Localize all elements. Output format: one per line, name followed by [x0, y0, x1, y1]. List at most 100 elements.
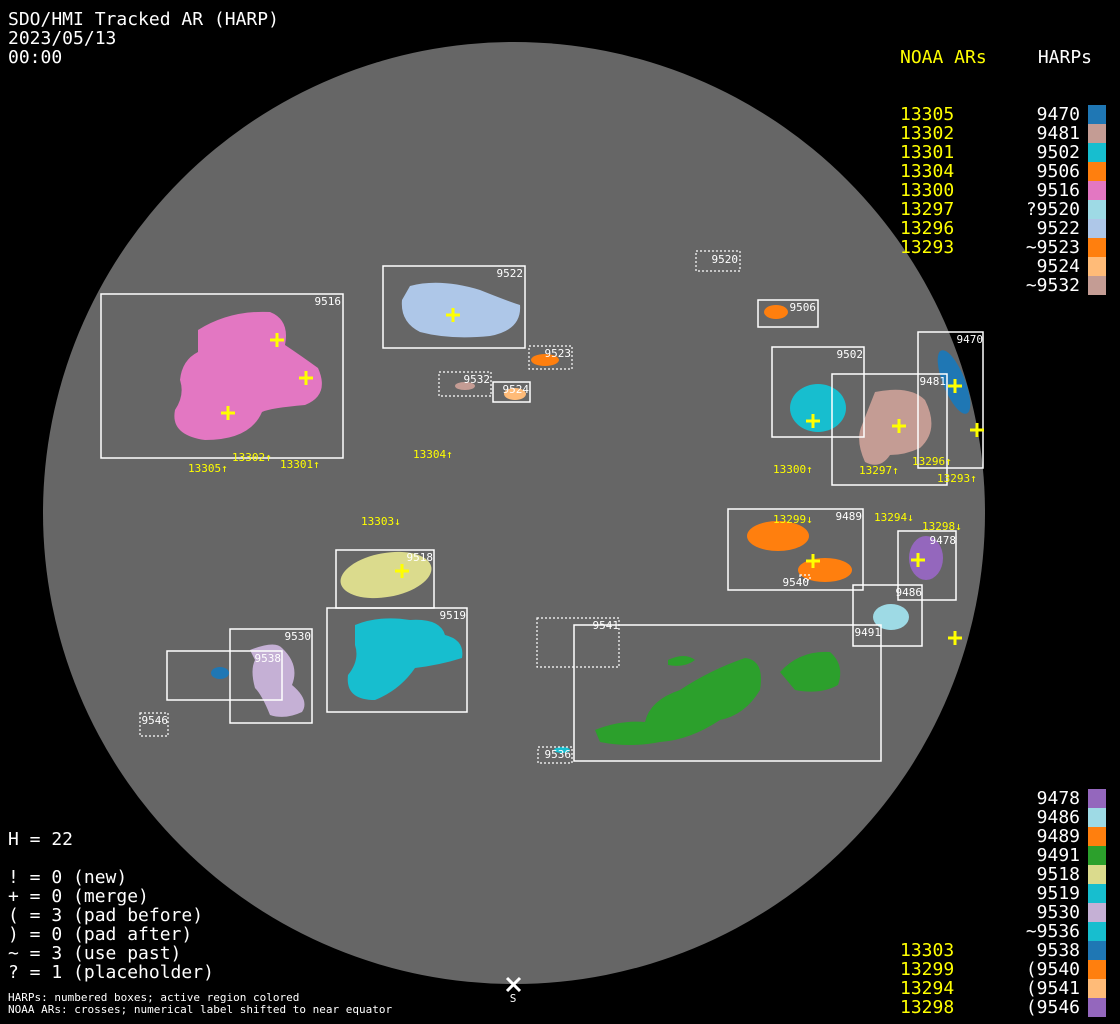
noaa-cross-icon	[221, 308, 984, 645]
color-swatch	[1088, 941, 1106, 960]
harp-number: 9491	[1036, 845, 1080, 866]
noaa-number: 13304	[900, 161, 955, 182]
harp-number: 9478	[1036, 788, 1080, 809]
harp-label: 9540	[783, 576, 810, 589]
region-9536	[554, 747, 570, 753]
harp-count: H = 22	[8, 829, 74, 850]
color-swatch	[1088, 884, 1106, 903]
noaa-number: 13299	[900, 959, 955, 980]
color-swatch	[1088, 105, 1106, 124]
harp-label: 9470	[957, 333, 984, 346]
harp-number: ~9532	[1025, 275, 1080, 296]
legend-row: 13303 9538	[900, 941, 1106, 960]
legend-row: 9518	[900, 865, 1106, 884]
noaa-crosses	[221, 308, 984, 645]
active-regions	[174, 282, 971, 753]
harp-number: 9522	[1036, 218, 1080, 239]
harp-number: 9524	[1036, 256, 1080, 277]
harp-number: 9481	[1036, 123, 1080, 144]
region-9489a	[747, 521, 809, 551]
harp-label: 9523	[545, 347, 572, 360]
noaa-number: 13303	[900, 940, 955, 961]
harp-label: 9546	[142, 714, 169, 727]
legend-row: 13294(9541	[900, 979, 1106, 998]
color-swatch	[1088, 162, 1106, 181]
region-9486	[873, 604, 909, 630]
legend-row: 9524	[900, 257, 1106, 276]
stat-line: ) = 0 (pad after)	[8, 924, 193, 945]
noaa-number: 13293	[900, 237, 955, 258]
noaa-label: 13294↓	[874, 511, 914, 524]
noaa-number: 13298	[900, 997, 955, 1018]
color-swatch	[1088, 276, 1106, 295]
region-9506	[764, 305, 788, 319]
noaa-label: 13305↑	[188, 462, 228, 475]
color-swatch	[1088, 903, 1106, 922]
noaa-number: 13301	[900, 142, 955, 163]
header-date: 2023/05/13	[8, 28, 117, 49]
harp-number: 9486	[1036, 807, 1080, 828]
color-swatch	[1088, 238, 1106, 257]
harp-label: 9489	[836, 510, 863, 523]
harp-label: 9541	[593, 619, 620, 632]
south-pole-x-icon	[505, 976, 522, 993]
region-9538	[211, 667, 229, 679]
noaa-label: 13304↑	[413, 448, 453, 461]
noaa-label: 13302↑	[232, 451, 272, 464]
stat-line: ? = 1 (placeholder)	[8, 962, 214, 983]
solar-disk	[43, 42, 985, 984]
color-swatch	[1088, 808, 1106, 827]
color-swatch	[1088, 960, 1106, 979]
noaa-header: NOAA ARs	[900, 47, 987, 68]
harp-number: ?9520	[1025, 199, 1080, 220]
harp-label: 9506	[790, 301, 817, 314]
header-title: SDO/HMI Tracked AR (HARP)	[8, 9, 279, 30]
noaa-label: 13300↑	[773, 463, 813, 476]
harp-label: 9532	[464, 373, 491, 386]
harp-number: (9540	[1025, 959, 1080, 980]
harp-label: 9518	[407, 551, 434, 564]
harp-label: 9538	[255, 652, 282, 665]
harp-number: ~9536	[1025, 921, 1080, 942]
color-swatch	[1088, 979, 1106, 998]
legend-row: 13297?9520	[900, 200, 1106, 219]
harp-label: 9478	[930, 534, 957, 547]
harp-number: 9516	[1036, 180, 1080, 201]
region-9502	[790, 384, 846, 432]
harp-boxes: 9516 9522 9523 9532 9524 9520 9506 9502 …	[100, 250, 984, 764]
color-swatch	[1088, 219, 1106, 238]
color-swatch	[1088, 998, 1106, 1017]
noaa-label: 13297↑	[859, 464, 899, 477]
legend-row: 13305 9470	[900, 105, 1106, 124]
region-9523	[531, 354, 559, 366]
harp-number: 9470	[1036, 104, 1080, 125]
stat-line: + = 0 (merge)	[8, 886, 149, 907]
stats-list: ! = 0 (new) + = 0 (merge) ( = 3 (pad bef…	[8, 868, 214, 982]
harp-label: 9516	[315, 295, 342, 308]
header-time: 00:00	[8, 47, 63, 68]
legend-row: 9491	[900, 846, 1106, 865]
harp-number: 9530	[1036, 902, 1080, 923]
legend-row: 13293~9523	[900, 238, 1106, 257]
noaa-labels: 13305↑ 13302↑ 13301↑ 13304↑ 13303↓ 13300…	[188, 448, 977, 533]
harp-label: 9524	[503, 383, 530, 396]
legend-row: ~9532	[900, 276, 1106, 295]
legend-row: 9486	[900, 808, 1106, 827]
region-9524	[504, 388, 526, 400]
harp-number: 9489	[1036, 826, 1080, 847]
stat-line: ( = 3 (pad before)	[8, 905, 204, 926]
color-swatch	[1088, 257, 1106, 276]
noaa-number: 13302	[900, 123, 955, 144]
color-swatch	[1088, 827, 1106, 846]
legend-row: 9530	[900, 903, 1106, 922]
harp-number: 9538	[1036, 940, 1080, 961]
harp-number: (9541	[1025, 978, 1080, 999]
color-swatch	[1088, 143, 1106, 162]
noaa-number: 13305	[900, 104, 955, 125]
region-9491	[595, 651, 841, 745]
